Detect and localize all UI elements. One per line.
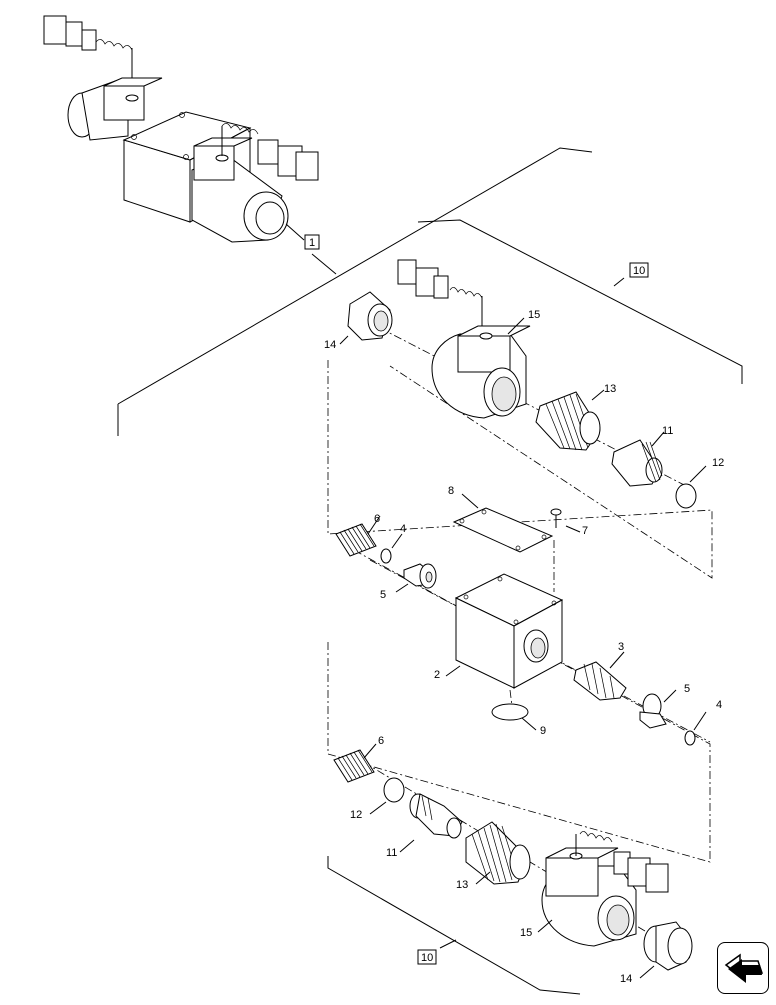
- callout-box-10-top: [629, 262, 649, 278]
- part-5-piston-lower: [639, 693, 667, 729]
- part-13-tube-lower: [465, 821, 531, 885]
- part-4-ring-lower: [684, 730, 696, 746]
- part-14-cap-upper: [347, 291, 393, 341]
- callout-15-upper: 15: [528, 309, 540, 321]
- part-5-piston-upper: [403, 563, 437, 589]
- callout-box-1: [304, 234, 320, 250]
- connector-plug-right: [221, 123, 319, 181]
- callout-11-lower: 11: [386, 847, 397, 859]
- callout-11-upper: 11: [662, 425, 673, 437]
- part-11-sleeve-upper: [611, 439, 663, 487]
- part-13-tube-upper: [535, 391, 601, 451]
- callout-7: 7: [582, 525, 588, 537]
- assembled-valve: 1: [43, 15, 320, 250]
- part-6-spring-lower: [333, 749, 375, 783]
- callout-6-lower: 6: [378, 735, 384, 747]
- solenoid-left: [67, 77, 163, 141]
- part-15-coil-lower: [541, 831, 669, 947]
- callout-8: 8: [448, 485, 454, 497]
- part-11-sleeve-lower: [409, 793, 463, 839]
- callout-12-upper: 12: [712, 457, 724, 469]
- part-15-coil-upper: [397, 259, 531, 419]
- callout-10-top: 10: [633, 265, 645, 277]
- part-9-oring: [491, 703, 529, 721]
- connector-plug-left: [43, 15, 133, 86]
- solenoid-right: [191, 137, 289, 243]
- callout-13-upper: 13: [604, 383, 616, 395]
- callout-14-upper: 14: [324, 339, 336, 351]
- callout-5-upper: 5: [380, 589, 386, 601]
- callout-3: 3: [618, 641, 624, 653]
- part-8-cover-plate: [452, 507, 554, 553]
- arrow-left-icon: [724, 953, 764, 983]
- callout-12-lower: 12: [350, 809, 362, 821]
- callout-10-bottom: 10: [421, 952, 433, 964]
- callout-4-upper: 4: [400, 523, 406, 535]
- part-3-spool: [573, 661, 627, 701]
- part-14-cap-lower: [643, 921, 693, 971]
- callout-2: 2: [434, 669, 440, 681]
- part-7-screw: [550, 508, 562, 528]
- part-2-valve-body: [454, 573, 564, 689]
- part-12-oring-lower: [383, 777, 405, 803]
- callout-14-lower: 14: [620, 973, 632, 985]
- navigate-back-button[interactable]: [717, 942, 769, 994]
- grouping-brackets: 10 10: [117, 147, 743, 995]
- part-6-spring-upper: [335, 523, 377, 557]
- callout-6-upper: 6: [374, 513, 380, 525]
- callout-4-lower: 4: [716, 699, 722, 711]
- part-4-ring-upper: [380, 548, 392, 564]
- callout-1: 1: [309, 237, 315, 249]
- callout-5-lower: 5: [684, 683, 690, 695]
- callout-15-lower: 15: [520, 927, 532, 939]
- part-12-oring-upper: [675, 483, 697, 509]
- callout-box-10-bottom: [417, 949, 437, 965]
- callout-13-lower: 13: [456, 879, 468, 891]
- callout-9: 9: [540, 725, 546, 737]
